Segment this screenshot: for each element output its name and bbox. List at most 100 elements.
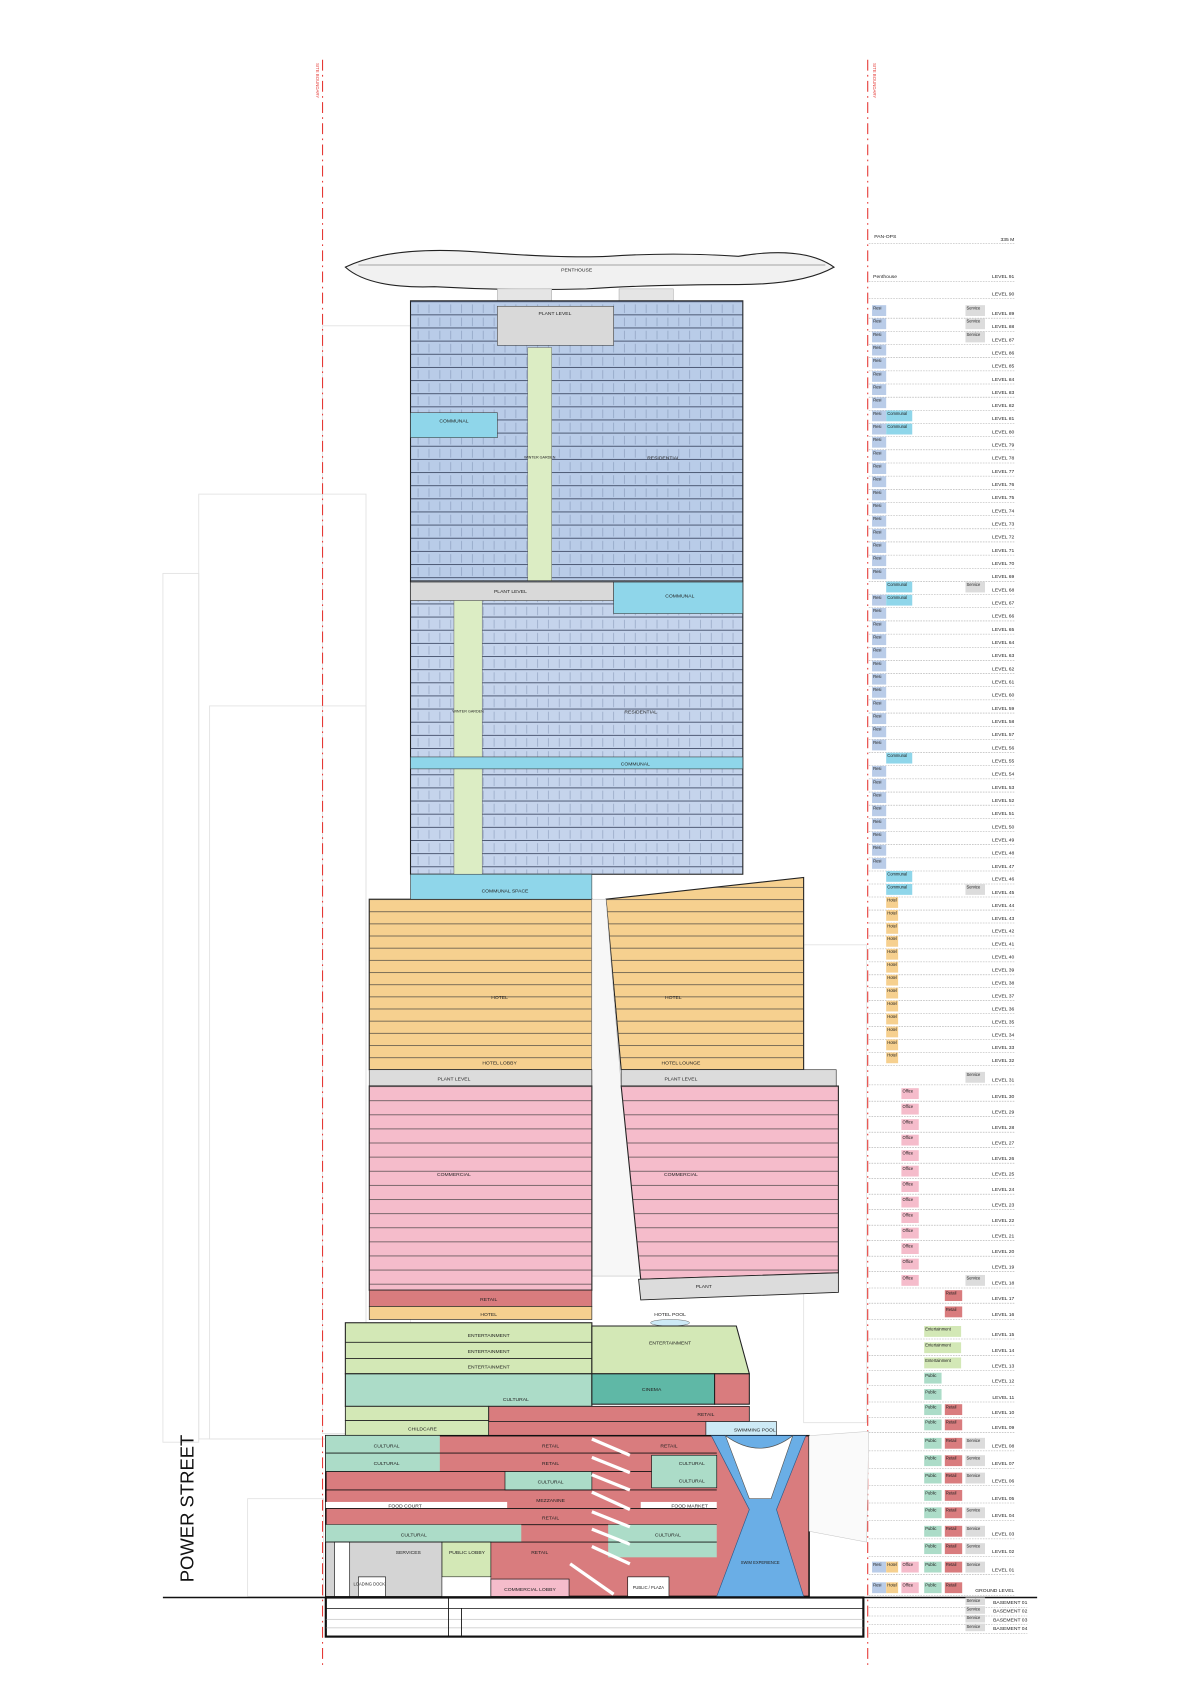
use-tag-resi	[872, 357, 887, 369]
use-tag-office	[901, 1243, 919, 1255]
legend-level-label: LEVEL 22	[992, 1218, 1014, 1224]
podium-lower: CULTURAL CULTURAL RETAIL RETAIL RETAIL C…	[325, 1431, 870, 1598]
use-tag-retail	[944, 1419, 963, 1431]
use-tag-communal	[886, 884, 913, 895]
use-tag-label: Hotel	[887, 1014, 897, 1019]
use-tag-office	[901, 1103, 919, 1115]
use-tag-resi	[872, 660, 887, 672]
use-tag-retail	[944, 1582, 963, 1594]
use-tag-office	[901, 1165, 919, 1177]
use-tag-label: Resi	[873, 635, 881, 640]
legend-level-label: LEVEL 56	[992, 745, 1014, 751]
escalators	[569, 1437, 631, 1596]
use-tag-label: Public	[925, 1456, 936, 1461]
legend-level-label: LEVEL 66	[992, 614, 1014, 620]
use-tag-label: Resi	[873, 529, 881, 534]
use-tag-label: Hotel	[887, 897, 897, 902]
use-tag-retail	[944, 1306, 963, 1318]
legend-level-label: LEVEL 82	[992, 403, 1014, 409]
use-tag-communal	[886, 410, 913, 422]
legend-level-label: LEVEL 79	[992, 443, 1014, 449]
use-tag-label: Hotel	[887, 1040, 897, 1045]
use-tag-service	[965, 1437, 986, 1449]
use-tag-retail	[944, 1525, 963, 1537]
use-tag-label: Hotel	[887, 1053, 897, 1058]
legend-level-label: LEVEL 03	[992, 1532, 1014, 1538]
legend-level-label: GROUND LEVEL	[975, 1588, 1014, 1594]
use-tag-communal	[886, 870, 913, 882]
use-tag-label: Office	[902, 1181, 913, 1186]
use-tag-label: Retail	[946, 1490, 957, 1495]
label-food-market: FOOD MARKET	[671, 1503, 708, 1509]
use-tag-resi	[872, 805, 887, 817]
use-tag-resi	[872, 410, 887, 422]
label-communal-space: COMMUNAL SPACE	[482, 889, 529, 895]
label-hotel-podium: HOTEL	[480, 1312, 497, 1318]
use-tag-office	[901, 1212, 919, 1224]
legend-level-label: LEVEL 40	[992, 955, 1014, 961]
use-tag-office	[901, 1582, 919, 1594]
use-tag-service	[965, 1606, 986, 1614]
use-tag-label: Resi	[873, 477, 881, 482]
use-tag-resi	[872, 384, 887, 395]
label-hotel-left: HOTEL	[491, 995, 508, 1001]
use-tag-label: Communal	[887, 884, 907, 889]
legend-level-label: BASEMENT 04	[993, 1626, 1027, 1632]
legend-level-label: LEVEL 46	[992, 877, 1014, 883]
use-tag-label: Hotel	[887, 923, 897, 928]
use-tag-resi	[872, 831, 887, 843]
use-tag-label: Communal	[887, 411, 907, 416]
power-street-label: POWER STREET	[176, 1435, 197, 1583]
legend-level-label: LEVEL 52	[992, 798, 1014, 804]
use-tag-hotel	[886, 1039, 899, 1051]
legend-level-label: LEVEL 80	[992, 429, 1014, 435]
use-tag-public	[924, 1455, 942, 1467]
lower-residential-tower: PLANT LEVEL COMMUNAL WINTER GARDEN RESID…	[409, 580, 744, 875]
label-retail-7: RETAIL	[531, 1550, 548, 1556]
use-tag-resi	[872, 686, 887, 698]
use-tag-label: Resi	[873, 542, 881, 547]
use-tag-label: Retail	[946, 1473, 957, 1478]
use-tag-label: Resi	[873, 490, 881, 495]
legend-level-label: LEVEL 55	[992, 758, 1014, 764]
use-tag-resi	[872, 305, 887, 317]
legend-level-label: LEVEL 17	[992, 1296, 1014, 1302]
use-tag-label: Resi	[873, 332, 881, 337]
use-tag-label: Resi	[873, 806, 881, 811]
legend-level-label: LEVEL 73	[992, 522, 1014, 528]
use-tag-resi	[872, 528, 887, 540]
label-entertainment-2: ENTERTAINMENT	[468, 1349, 510, 1355]
use-tag-office	[901, 1561, 919, 1573]
use-tag-label: Hotel	[887, 1001, 897, 1006]
legend-level-label: LEVEL 38	[992, 980, 1014, 986]
legend-level-label: LEVEL 35	[992, 1019, 1014, 1025]
use-tag-label: Resi	[873, 674, 881, 679]
label-cultural-4: CULTURAL	[538, 1479, 564, 1485]
use-tag-label: Retail	[946, 1405, 957, 1410]
label-plant-right: PLANT LEVEL	[664, 1077, 697, 1083]
use-tag-label: Resi	[873, 648, 881, 653]
use-tag-label: Hotel	[887, 936, 897, 941]
communal-space-block: COMMUNAL SPACE	[410, 873, 593, 900]
